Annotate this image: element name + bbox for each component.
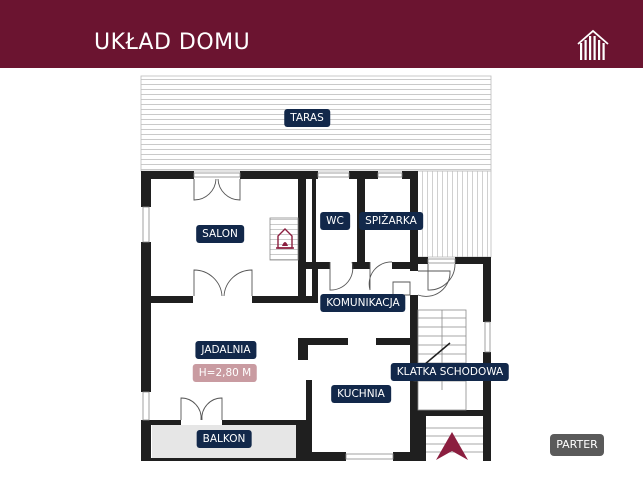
room-label-komunikacja: KOMUNIKACJA xyxy=(320,294,406,312)
room-label-balkon: BALKON xyxy=(196,430,252,448)
windows xyxy=(142,172,491,460)
building-logo-icon xyxy=(577,29,609,60)
room-label-wc: WC xyxy=(320,212,350,230)
room-label-spizarka: SPIŻARKA xyxy=(359,212,423,230)
room-label-jadalnia: JADALNIA xyxy=(195,341,257,359)
room-label-salon: SALON xyxy=(196,225,244,243)
fireplace-icon xyxy=(269,217,299,261)
page-title: UKŁAD DOMU xyxy=(94,30,251,55)
terrace-area xyxy=(140,75,492,172)
floor-selector-button[interactable]: PARTER xyxy=(550,434,604,456)
room-label-klatka-schodowa: KLATKA SCHODOWA xyxy=(390,363,510,381)
north-arrow-icon xyxy=(436,432,468,460)
room-label-kuchnia: KUCHNIA xyxy=(331,385,391,403)
staircase xyxy=(417,309,483,453)
room-label-taras: TARAS xyxy=(284,109,330,127)
header-bar: UKŁAD DOMU xyxy=(0,0,643,68)
walls xyxy=(141,171,491,461)
ceiling-height-badge: H=2,80 M xyxy=(192,364,258,382)
